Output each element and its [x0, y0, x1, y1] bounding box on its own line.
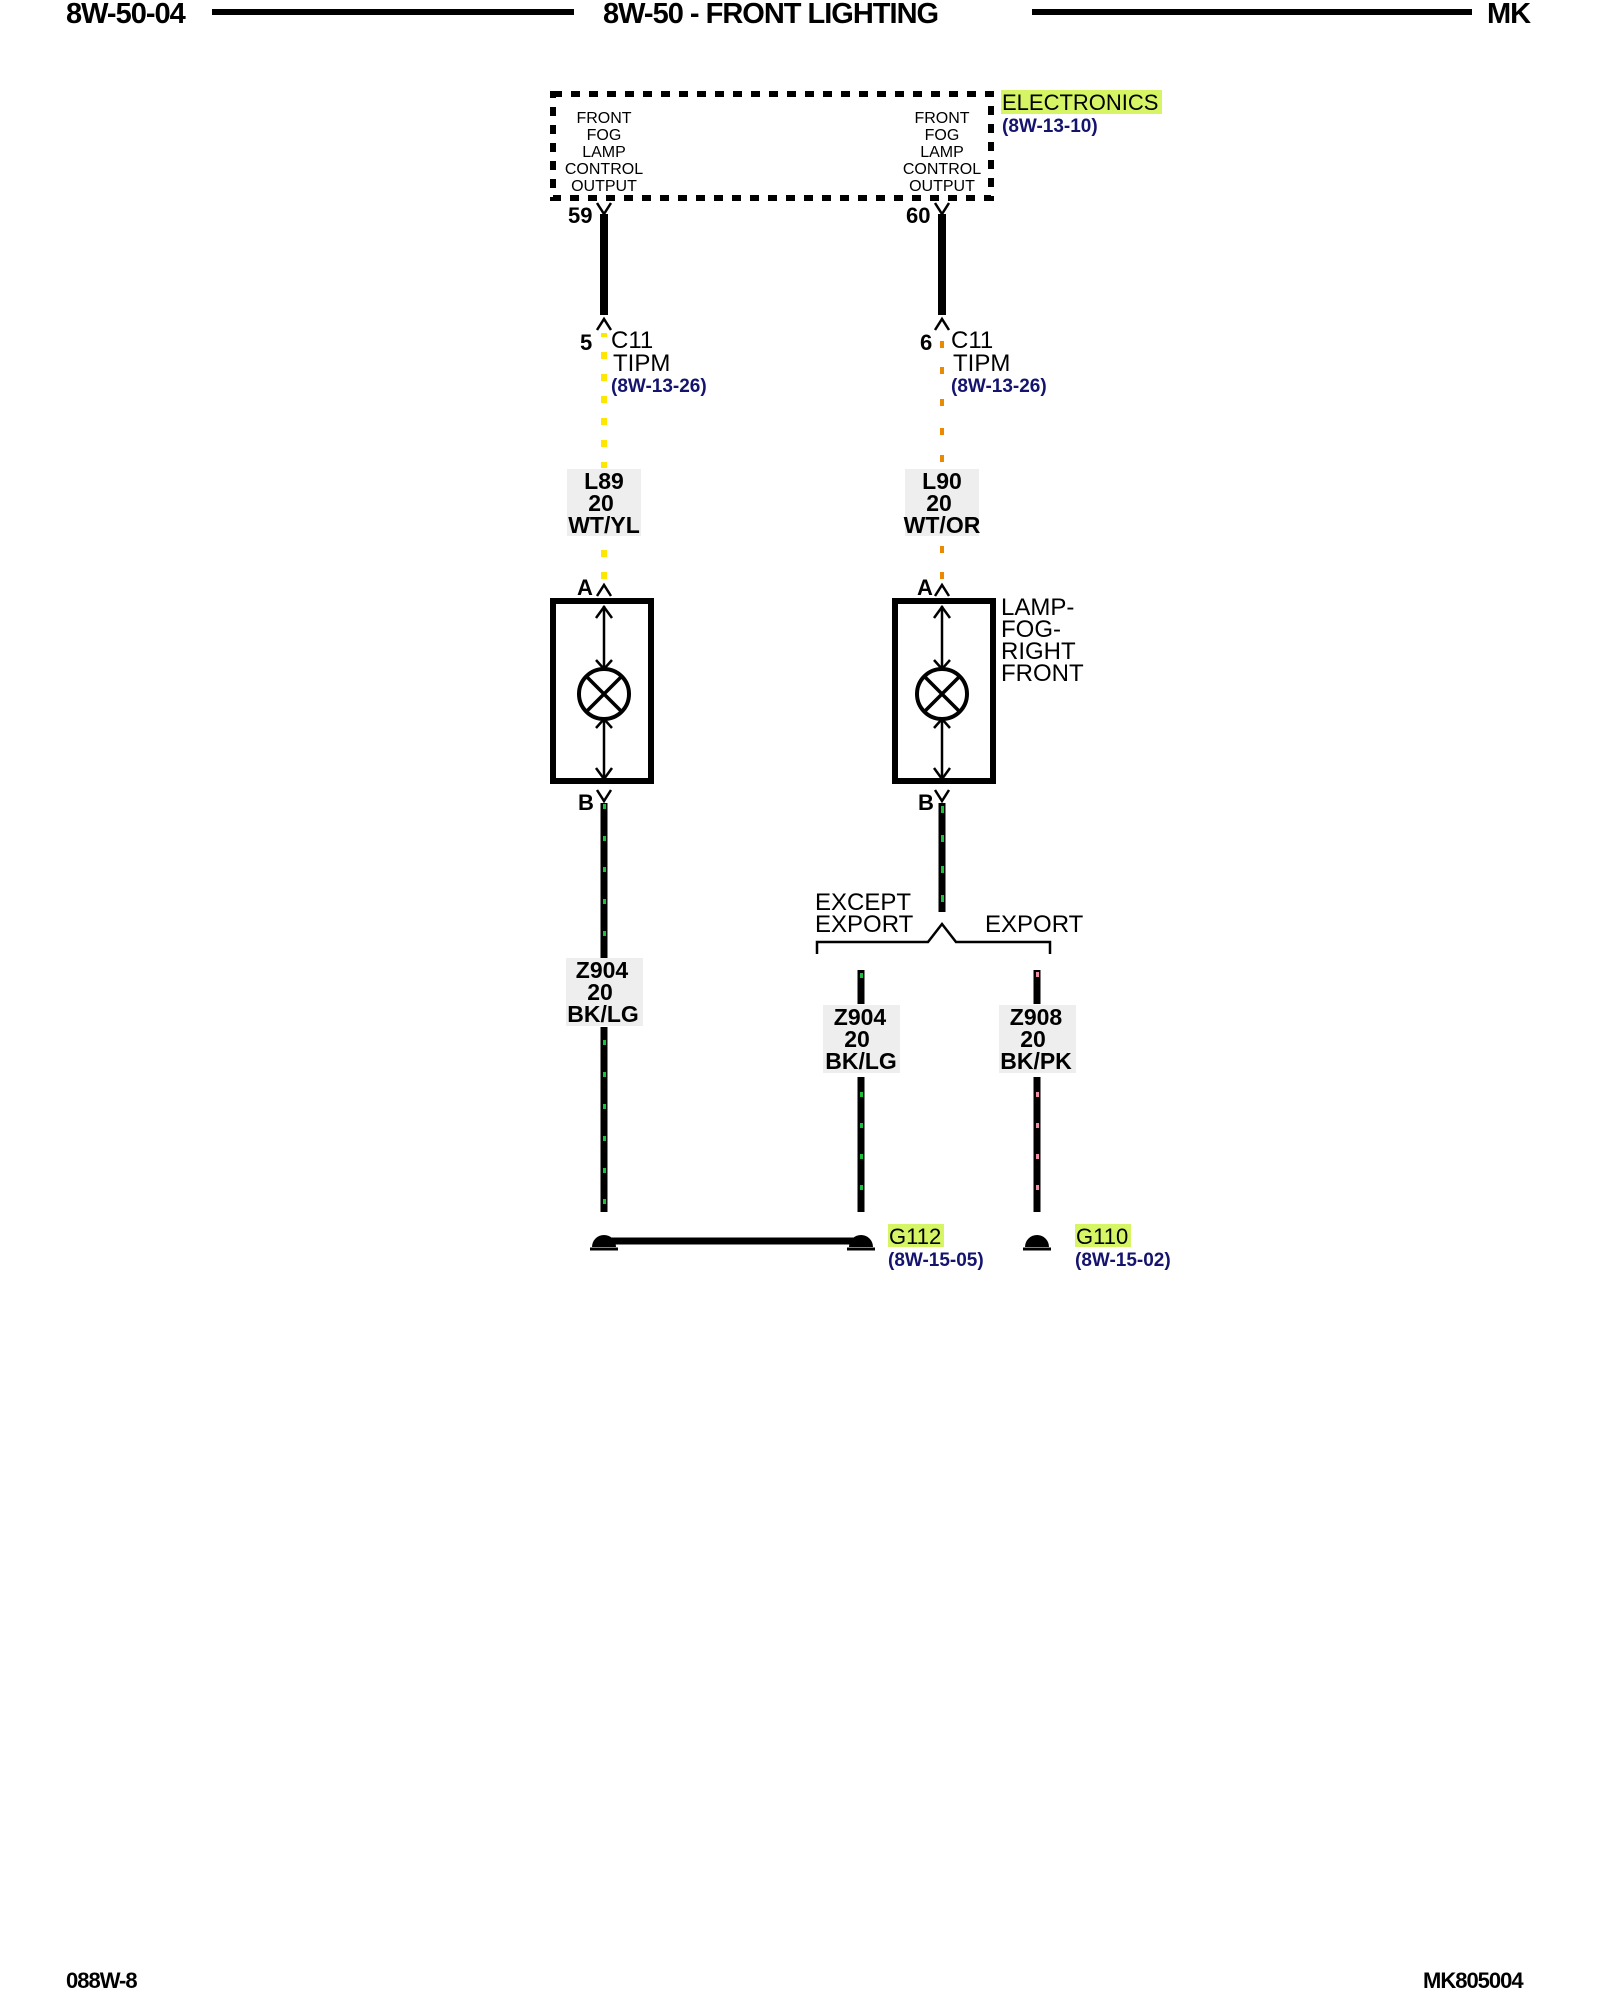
z904-left-label-bg — [566, 958, 643, 1026]
page-code: 8W-50-04 — [66, 0, 186, 30]
svg-text:EXPORT: EXPORT — [815, 911, 914, 938]
export-label: EXPORT — [985, 911, 1084, 938]
page-title: 8W-50 - FRONT LIGHTING — [603, 0, 939, 30]
svg-text:Z904: Z904 — [834, 1004, 887, 1030]
ground-g110-icon — [1023, 1235, 1051, 1251]
except-export-label: EXCEPT EXPORT — [815, 889, 914, 938]
z904-mid-label-bg — [823, 1005, 900, 1073]
svg-text:OUTPUT: OUTPUT — [909, 178, 975, 195]
svg-text:WT/YL: WT/YL — [568, 512, 640, 538]
lamp-right-housing — [892, 598, 996, 784]
wire-z904-left-tracer — [603, 804, 606, 1204]
svg-text:LAMP: LAMP — [920, 144, 964, 161]
svg-text:L89: L89 — [584, 468, 624, 494]
header-rule-left — [212, 9, 574, 15]
c11-left-id: C11 — [611, 327, 653, 354]
c11-left-name: TIPM — [613, 350, 670, 377]
svg-text:FRONT: FRONT — [576, 110, 631, 127]
left-output-label: FRONT FOG LAMP CONTROL OUTPUT — [565, 110, 643, 195]
wire-z908-tracer — [1036, 972, 1039, 1190]
svg-text:RIGHT: RIGHT — [1001, 638, 1076, 665]
lamp-left-housing — [550, 598, 654, 784]
option-branch-bracket — [815, 921, 1052, 954]
svg-text:FRONT: FRONT — [1001, 660, 1084, 687]
svg-text:Z904: Z904 — [576, 957, 629, 983]
svg-text:Z908: Z908 — [1010, 1004, 1063, 1030]
svg-text:LAMP-: LAMP- — [1001, 594, 1074, 621]
lamp-left-pin-b: B — [578, 790, 594, 815]
lamp-left-bulb-icon — [577, 604, 631, 782]
wire-z904-mid-label: Z904 20 BK/LG — [825, 1004, 897, 1074]
svg-text:FOG-: FOG- — [1001, 616, 1061, 643]
module-pin-59: 59 — [568, 203, 592, 228]
ground-g112-ref: (8W-15-05) — [888, 1250, 984, 1271]
svg-text:L90: L90 — [922, 468, 962, 494]
lamp-right-pin-b: B — [918, 790, 934, 815]
right-output-label: FRONT FOG LAMP CONTROL OUTPUT — [903, 110, 981, 195]
footer-doc-id: MK805004 — [1423, 1968, 1524, 1993]
ground-g112-icon — [847, 1235, 875, 1251]
wire-lamp-right-b-tracer — [941, 806, 944, 902]
wire-z904-left-label: Z904 20 BK/LG — [567, 957, 639, 1027]
svg-text:20: 20 — [587, 979, 613, 1005]
lamp-right-bulb-icon — [915, 604, 969, 782]
svg-text:20: 20 — [844, 1026, 870, 1052]
wire-l90 — [940, 341, 944, 579]
svg-text:FOG: FOG — [925, 127, 960, 144]
module-ref: (8W-13-10) — [1002, 116, 1098, 137]
wire-l89-label: L89 20 WT/YL — [568, 468, 640, 538]
z908-label-bg — [999, 1005, 1076, 1073]
c11-left-pin: 5 — [580, 330, 592, 355]
c11-left-terminal — [595, 316, 613, 331]
pin-60-terminal — [933, 202, 951, 217]
svg-text:BK/LG: BK/LG — [825, 1048, 897, 1074]
lamp-right-b-terminal — [933, 789, 951, 804]
lamp-right-pin-a: A — [917, 575, 933, 600]
lamp-left-b-terminal — [595, 789, 613, 804]
footer-page-id: 088W-8 — [66, 1968, 138, 1993]
module-pin-60: 60 — [906, 203, 930, 228]
c11-right-name: TIPM — [953, 350, 1010, 377]
lamp-right-a-terminal — [933, 582, 951, 597]
lamp-right-name: LAMP- FOG- RIGHT FRONT — [1001, 594, 1084, 687]
g110-highlight — [1075, 1224, 1131, 1247]
svg-text:OUTPUT: OUTPUT — [571, 178, 637, 195]
ground-g110-ref: (8W-15-02) — [1075, 1250, 1171, 1271]
svg-text:CONTROL: CONTROL — [565, 161, 643, 178]
svg-text:20: 20 — [1020, 1026, 1046, 1052]
svg-text:CONTROL: CONTROL — [903, 161, 981, 178]
wire-l90-label: L90 20 WT/OR — [904, 468, 981, 538]
wire-z908-label: Z908 20 BK/PK — [1000, 1004, 1072, 1074]
svg-text:20: 20 — [588, 490, 614, 516]
model-code: MK — [1487, 0, 1531, 30]
header-rule-right — [1032, 9, 1472, 15]
ground-g110-name: G110 — [1076, 1224, 1128, 1249]
pin-59-terminal — [595, 202, 613, 217]
svg-text:LAMP: LAMP — [582, 144, 626, 161]
lamp-left-pin-a: A — [577, 575, 593, 600]
electronics-module-box — [550, 91, 994, 201]
c11-right-pin: 6 — [920, 330, 932, 355]
wire-z904-mid-tracer — [860, 973, 863, 1190]
c11-right-ref: (8W-13-26) — [951, 376, 1047, 397]
svg-text:FRONT: FRONT — [914, 110, 969, 127]
c11-right-id: C11 — [951, 327, 993, 354]
lamp-left-a-terminal — [595, 582, 613, 597]
module-name: ELECTRONICS — [1002, 90, 1158, 115]
l90-label-bg — [905, 469, 979, 536]
ground-g112-name: G112 — [889, 1224, 941, 1249]
svg-text:EXCEPT: EXCEPT — [815, 889, 911, 916]
c11-right-terminal — [933, 316, 951, 331]
svg-text:BK/LG: BK/LG — [567, 1001, 639, 1027]
l89-label-bg — [567, 469, 641, 536]
svg-text:20: 20 — [926, 490, 952, 516]
g112-highlight — [888, 1224, 944, 1247]
svg-text:BK/PK: BK/PK — [1000, 1048, 1072, 1074]
c11-left-ref: (8W-13-26) — [611, 376, 707, 397]
electronics-highlight — [1001, 90, 1162, 114]
svg-text:FOG: FOG — [587, 127, 622, 144]
svg-text:WT/OR: WT/OR — [904, 512, 981, 538]
ground-left-icon — [590, 1235, 618, 1251]
